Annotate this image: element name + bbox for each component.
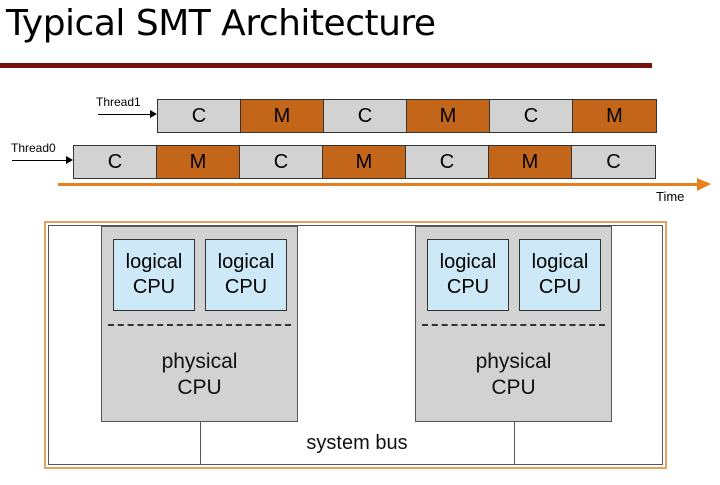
thread0-segment-memory: M <box>489 146 572 178</box>
thread0-arrow <box>12 160 66 161</box>
logical-cpu-label: logical <box>439 251 497 273</box>
physical-cpu-label-line: physical <box>475 350 552 373</box>
system-bus-frame <box>48 225 663 465</box>
physical-cpu-label: physical CPU <box>102 349 297 401</box>
dashed-divider <box>422 324 605 326</box>
physical-cpu-label-line: physical <box>161 350 238 373</box>
logical-cpu-label: CPU <box>446 276 490 298</box>
thread0-segment-compute: C <box>240 146 323 178</box>
thread1-segment-memory: M <box>573 100 656 132</box>
dashed-divider <box>108 324 291 326</box>
thread0-segment-memory: M <box>157 146 240 178</box>
bus-connector <box>200 421 201 465</box>
logical-cpu: logical CPU <box>519 239 601 311</box>
thread0-segment-compute: C <box>74 146 157 178</box>
logical-cpu: logical CPU <box>205 239 287 311</box>
logical-cpu-label: logical <box>125 251 183 273</box>
arrow-head-icon <box>150 110 157 118</box>
thread1-segment-compute: C <box>324 100 407 132</box>
thread1-arrow <box>98 114 150 115</box>
physical-cpu-label: physical CPU <box>416 349 611 401</box>
logical-cpu-label: logical <box>531 251 589 273</box>
thread1-segment-compute: C <box>490 100 573 132</box>
system-bus-label: system bus <box>306 432 408 454</box>
page-title: Typical SMT Architecture <box>6 3 436 44</box>
logical-cpu: logical CPU <box>113 239 195 311</box>
thread0-label: Thread0 <box>11 141 56 155</box>
thread0-segment-compute: C <box>572 146 655 178</box>
physical-cpu-label-line: CPU <box>177 376 222 399</box>
thread1-segment-memory: M <box>241 100 324 132</box>
thread1-segment-compute: C <box>158 100 241 132</box>
bus-connector <box>514 421 515 465</box>
thread0-segment-compute: C <box>406 146 489 178</box>
system-frame <box>44 221 667 469</box>
time-arrow-icon <box>697 178 711 191</box>
time-label: Time <box>656 189 685 204</box>
physical-cpu-label-line: CPU <box>491 376 536 399</box>
thread1-segment-memory: M <box>407 100 490 132</box>
thread0-segment-memory: M <box>323 146 406 178</box>
thread1-label: Thread1 <box>96 95 141 109</box>
physical-cpu: logical CPU logical CPU physical CPU <box>415 226 612 422</box>
logical-cpu-label: CPU <box>538 276 582 298</box>
logical-cpu-label: logical <box>217 251 275 273</box>
logical-cpu: logical CPU <box>427 239 509 311</box>
arrow-head-icon <box>66 156 73 164</box>
title-divider <box>0 63 652 68</box>
time-axis <box>58 183 698 186</box>
physical-cpu: logical CPU logical CPU physical CPU <box>101 226 298 422</box>
logical-cpu-label: CPU <box>132 276 176 298</box>
logical-cpu-label: CPU <box>224 276 268 298</box>
